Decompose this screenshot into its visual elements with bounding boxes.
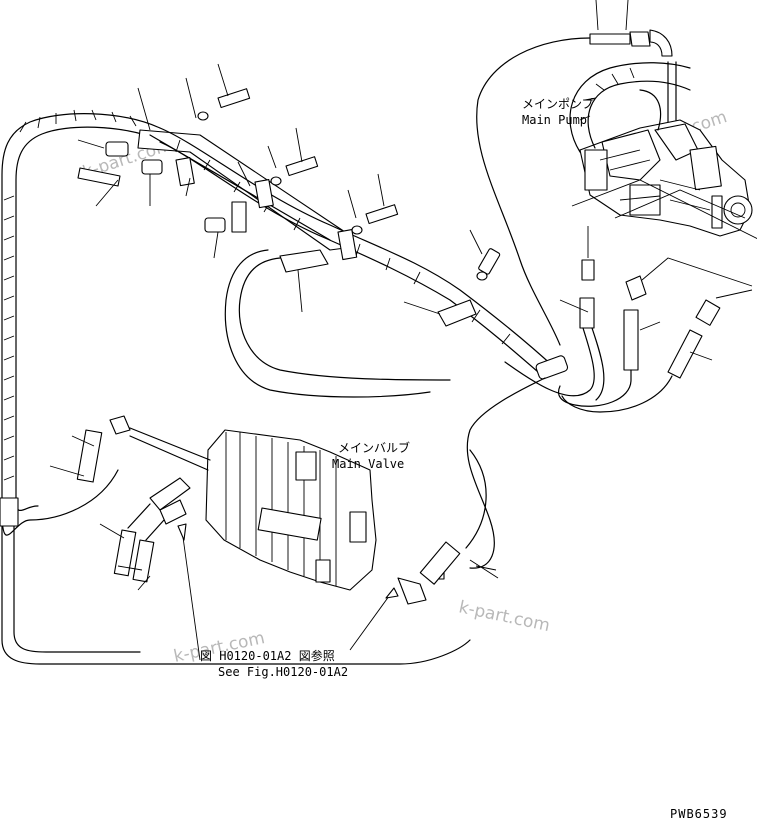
left-hose-loop bbox=[0, 109, 471, 665]
bushing-3 bbox=[204, 217, 226, 233]
right-hoses bbox=[224, 226, 753, 571]
clamp-bracket-assembly bbox=[77, 63, 556, 379]
fitting-vertical bbox=[581, 259, 595, 281]
plate-left bbox=[77, 167, 121, 187]
main-pump bbox=[476, 0, 757, 346]
bolt-1 bbox=[197, 88, 251, 121]
hose-clamp-lower-left bbox=[0, 497, 19, 527]
main-valve-label-en: Main Valve bbox=[332, 457, 404, 471]
main-pump-label-en: Main Pump bbox=[522, 113, 587, 127]
plate-center bbox=[279, 249, 329, 273]
bolt-4 bbox=[476, 248, 501, 281]
bushing-1 bbox=[105, 141, 129, 157]
bolt-3 bbox=[351, 204, 399, 235]
main-valve bbox=[49, 415, 499, 661]
see-fig-label-en: See Fig.H0120-01A2 bbox=[218, 665, 348, 679]
watermark-3: k-part.com bbox=[457, 597, 552, 636]
main-pump-label-jp: メインポンプ bbox=[522, 97, 594, 111]
see-fig-label-jp: 図 H0120-01A2 図参照 bbox=[200, 648, 335, 663]
bushing-2 bbox=[141, 159, 163, 175]
elbow-fitting-left bbox=[109, 415, 131, 435]
main-valve-label-jp: メインバルブ bbox=[338, 440, 410, 455]
elbow-fitting-right bbox=[625, 275, 647, 301]
drawing-code: PWB6539 bbox=[670, 807, 728, 821]
clamp-right bbox=[437, 299, 477, 327]
hose-top bbox=[589, 33, 631, 45]
bolt-2 bbox=[270, 156, 319, 186]
